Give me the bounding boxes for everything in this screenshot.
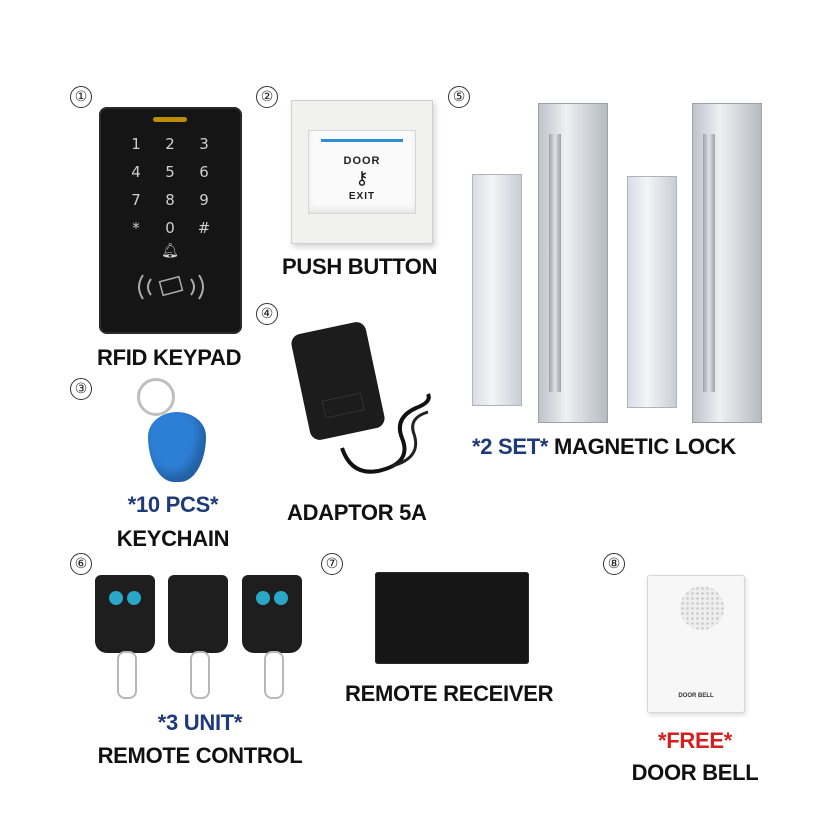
item-number-7: ⑦ <box>321 553 343 575</box>
door-bell-qty: *FREE* <box>658 728 732 753</box>
keypad-led <box>153 117 187 122</box>
item-number-3: ③ <box>70 378 92 400</box>
armature-plate-2 <box>627 176 677 408</box>
keypad-key: 6 <box>199 163 209 181</box>
adaptor-cable <box>340 393 431 474</box>
remote-control-label: REMOTE CONTROL <box>97 743 303 768</box>
magnetic-lock-label: MAGNETIC LOCK <box>553 434 736 459</box>
magnetic-lock-body-2 <box>692 103 762 423</box>
remote-receiver-image <box>375 572 529 664</box>
push-button-label: PUSH BUTTON <box>282 254 438 279</box>
keychain-tag-image <box>148 412 206 482</box>
keypad-key: 1 <box>131 135 141 153</box>
magnetic-lock-qty: *2 SET* <box>472 434 549 459</box>
push-button-led-bar <box>321 139 403 142</box>
item-number-1: ① <box>70 86 92 108</box>
key-icon: ⚷ <box>355 168 369 188</box>
keypad-key: 0 <box>165 219 175 237</box>
push-button-image: DOOR ⚷ EXIT <box>308 130 416 214</box>
push-button-door-text: DOOR <box>343 155 381 167</box>
rfid-icon <box>138 274 204 300</box>
keypad-key: * <box>132 219 140 237</box>
item-number-8: ⑧ <box>603 553 625 575</box>
rfid-keypad-label: RFID KEYPAD <box>97 345 242 370</box>
push-button-exit-text: EXIT <box>348 191 376 202</box>
magnetic-lock-body-1 <box>538 103 608 423</box>
item-number-4: ④ <box>256 303 278 325</box>
magnetic-lock-caption: *2 SET* MAGNETIC LOCK <box>472 434 736 460</box>
door-bell-speaker-grill <box>680 586 724 630</box>
keychain-qty: *10 PCS* <box>127 492 219 517</box>
adaptor-label: ADAPTOR 5A <box>287 500 427 525</box>
door-bell-image: DOOR BELL <box>647 575 745 713</box>
keypad-key: 7 <box>131 191 141 209</box>
item-number-2: ② <box>256 86 278 108</box>
bell-icon: 🔔︎ <box>161 243 179 259</box>
remote-control-qty: *3 UNIT* <box>157 710 243 735</box>
keychain-ring <box>137 378 175 416</box>
keychain-label: KEYCHAIN <box>116 526 230 551</box>
rfid-keypad-image: 1 2 3 4 5 6 7 8 9 * 0 # 🔔︎ <box>99 107 242 334</box>
door-bell-label: DOOR BELL <box>631 760 759 785</box>
remote-control-image <box>168 575 228 699</box>
remote-control-image <box>242 575 302 699</box>
armature-plate-1 <box>472 174 522 406</box>
remote-receiver-label: REMOTE RECEIVER <box>345 681 554 706</box>
keypad-key: 4 <box>131 163 141 181</box>
remote-control-image <box>95 575 155 699</box>
keypad-key: 8 <box>165 191 175 209</box>
keypad-key: 9 <box>199 191 209 209</box>
keypad-key: # <box>197 219 211 237</box>
keypad-key: 5 <box>165 163 175 181</box>
item-number-6: ⑥ <box>70 553 92 575</box>
keypad-key: 2 <box>165 135 175 153</box>
door-bell-tag: DOOR BELL <box>678 693 714 699</box>
item-number-5: ⑤ <box>448 86 470 108</box>
keypad-key: 3 <box>199 135 209 153</box>
